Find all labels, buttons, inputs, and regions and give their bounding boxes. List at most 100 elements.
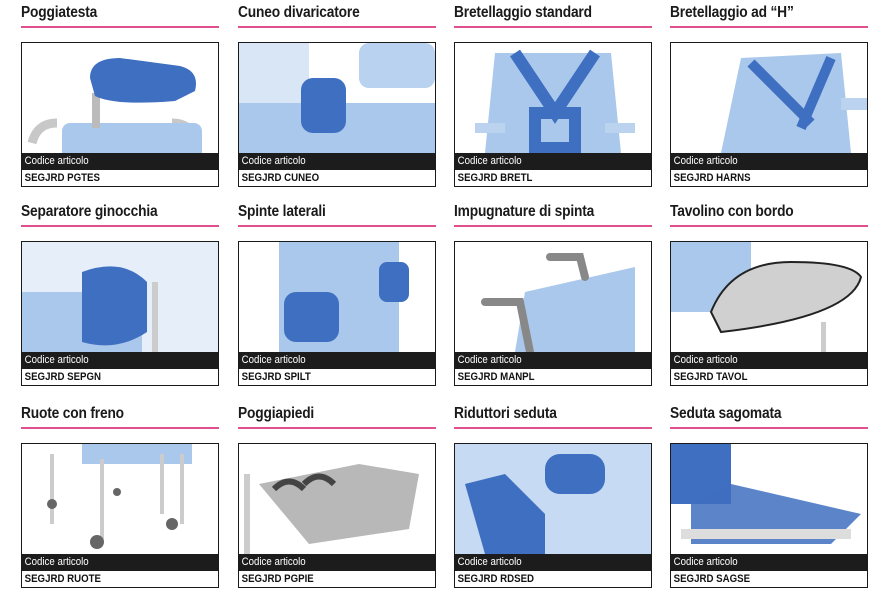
code-label: Codice articolo: [241, 556, 306, 568]
product-code-text: SEGJRD RDSED: [457, 573, 535, 585]
accessory-item-segjrd-rdsed: Riduttori seduta Codice articolo SEGJRD …: [454, 404, 652, 588]
accessory-title: Ruote con freno: [21, 405, 124, 422]
product-image-reducers: [455, 444, 651, 554]
accessory-item-segjrd-bretl: Bretellaggio standard Codice articolo SE…: [454, 3, 652, 187]
product-image-footrest: [239, 444, 435, 554]
code-label-bar: Codice articolo: [239, 554, 435, 571]
code-label: Codice articolo: [24, 354, 89, 366]
product-code: SEGJRD HARNS: [671, 170, 867, 186]
product-code-text: SEGJRD MANPL: [457, 371, 535, 383]
product-card: Codice articolo SEGJRD RDSED: [454, 443, 652, 588]
code-label-bar: Codice articolo: [22, 554, 218, 571]
product-image-seat: [671, 444, 867, 554]
product-code-text: SEGJRD PGTES: [24, 172, 100, 184]
accessory-title: Separatore ginocchia: [21, 203, 158, 220]
product-image-tray: [671, 242, 867, 352]
accessory-item-segjrd-sagse: Seduta sagomata Codice articolo SEGJRD S…: [670, 404, 868, 588]
code-label-bar: Codice articolo: [671, 153, 867, 170]
code-label-bar: Codice articolo: [239, 352, 435, 369]
accessory-title: Spinte laterali: [238, 203, 326, 220]
product-code: SEGJRD TAVOL: [671, 369, 867, 385]
product-card: Codice articolo SEGJRD BRETL: [454, 42, 652, 187]
accessory-title: Riduttori seduta: [454, 405, 557, 422]
product-card: Codice articolo SEGJRD HARNS: [670, 42, 868, 187]
code-label: Codice articolo: [457, 354, 522, 366]
code-label-bar: Codice articolo: [455, 153, 651, 170]
product-code-text: SEGJRD SEPGN: [24, 371, 102, 383]
code-label-bar: Codice articolo: [455, 352, 651, 369]
product-code: SEGJRD SAGSE: [671, 571, 867, 587]
accessory-title: Poggiatesta: [21, 4, 98, 21]
title-underline: [670, 427, 868, 429]
title-underline: [21, 26, 219, 28]
accessory-title: Bretellaggio ad “H”: [670, 4, 794, 21]
product-card: Codice articolo SEGJRD SEPGN: [21, 241, 219, 386]
code-label: Codice articolo: [241, 155, 306, 167]
accessory-title: Seduta sagomata: [670, 405, 782, 422]
product-image-harness: [455, 43, 651, 153]
product-image-wheels: [22, 444, 218, 554]
product-card: Codice articolo SEGJRD SPILT: [238, 241, 436, 386]
title-underline: [670, 26, 868, 28]
title-underline: [238, 427, 436, 429]
product-code-text: SEGJRD BRETL: [457, 172, 533, 184]
accessory-item-segjrd-pgpie: Poggiapiedi Codice articolo SEGJRD PGPIE: [238, 404, 436, 588]
title-underline: [454, 427, 652, 429]
accessory-title: Bretellaggio standard: [454, 4, 592, 21]
code-label: Codice articolo: [24, 556, 89, 568]
accessory-item-segjrd-cuneo: Cuneo divaricatore Codice articolo SEGJR…: [238, 3, 436, 187]
accessory-item-segjrd-sepgn: Separatore ginocchia Codice articolo SEG…: [21, 202, 219, 386]
accessory-title: Poggiapiedi: [238, 405, 315, 422]
title-underline: [454, 26, 652, 28]
title-underline: [238, 26, 436, 28]
accessory-item-segjrd-ruote: Ruote con freno Codice articolo SEGJRD R…: [21, 404, 219, 588]
product-image-hharness: [671, 43, 867, 153]
product-code-text: SEGJRD PGPIE: [241, 573, 314, 585]
product-code-text: SEGJRD SPILT: [241, 371, 311, 383]
code-label-bar: Codice articolo: [671, 554, 867, 571]
product-image-handles: [455, 242, 651, 352]
product-code-text: SEGJRD RUOTE: [24, 573, 102, 585]
product-image-wedge: [239, 43, 435, 153]
product-image-knee: [22, 242, 218, 352]
product-code: SEGJRD CUNEO: [239, 170, 435, 186]
product-code: SEGJRD BRETL: [455, 170, 651, 186]
product-code-text: SEGJRD HARNS: [673, 172, 751, 184]
accessory-title: Impugnature di spinta: [454, 203, 595, 220]
product-card: Codice articolo SEGJRD PGPIE: [238, 443, 436, 588]
product-code: SEGJRD RUOTE: [22, 571, 218, 587]
code-label: Codice articolo: [457, 155, 522, 167]
code-label: Codice articolo: [457, 556, 522, 568]
product-card: Codice articolo SEGJRD CUNEO: [238, 42, 436, 187]
title-underline: [670, 225, 868, 227]
accessory-item-segjrd-pgtes: Poggiatesta Codice articolo SEGJRD PGTES: [21, 3, 219, 187]
product-code: SEGJRD PGPIE: [239, 571, 435, 587]
product-code-text: SEGJRD CUNEO: [241, 172, 320, 184]
title-underline: [238, 225, 436, 227]
product-code: SEGJRD SPILT: [239, 369, 435, 385]
code-label-bar: Codice articolo: [455, 554, 651, 571]
code-label-bar: Codice articolo: [671, 352, 867, 369]
product-code: SEGJRD MANPL: [455, 369, 651, 385]
title-underline: [454, 225, 652, 227]
product-code: SEGJRD RDSED: [455, 571, 651, 587]
code-label-bar: Codice articolo: [239, 153, 435, 170]
code-label-bar: Codice articolo: [22, 352, 218, 369]
title-underline: [21, 427, 219, 429]
accessory-title: Cuneo divaricatore: [238, 4, 360, 21]
title-underline: [21, 225, 219, 227]
accessory-title: Tavolino con bordo: [670, 203, 794, 220]
product-image-headrest: [22, 43, 218, 153]
code-label-bar: Codice articolo: [22, 153, 218, 170]
code-label: Codice articolo: [673, 354, 738, 366]
code-label: Codice articolo: [673, 556, 738, 568]
accessory-item-segjrd-spilt: Spinte laterali Codice articolo SEGJRD S…: [238, 202, 436, 386]
product-code: SEGJRD PGTES: [22, 170, 218, 186]
accessory-item-segjrd-harns: Bretellaggio ad “H” Codice articolo SEGJ…: [670, 3, 868, 187]
accessory-item-segjrd-manpl: Impugnature di spinta Codice articolo SE…: [454, 202, 652, 386]
product-card: Codice articolo SEGJRD TAVOL: [670, 241, 868, 386]
product-image-lateral: [239, 242, 435, 352]
code-label: Codice articolo: [673, 155, 738, 167]
product-code: SEGJRD SEPGN: [22, 369, 218, 385]
product-code-text: SEGJRD SAGSE: [673, 573, 751, 585]
